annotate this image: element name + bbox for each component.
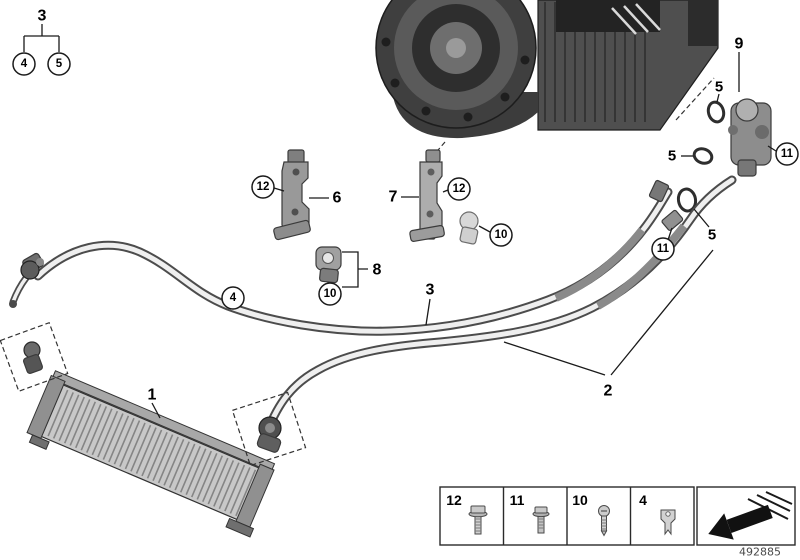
callout-3-top-label[interactable]: 3: [38, 8, 47, 25]
svg-text:7[interactable]: 7: [389, 189, 398, 206]
svg-text:5[interactable]: 5: [715, 79, 723, 96]
svg-text:3[interactable]: 3: [426, 282, 435, 299]
exploded-leader-lines: [432, 77, 715, 157]
svg-text:5[interactable]: 5: [668, 148, 676, 165]
pipe-end-fitting: [648, 179, 670, 203]
retaining-clip-icon: [660, 509, 676, 536]
pipe-fittings: [20, 179, 684, 453]
callout-circle-10-a[interactable]: 10: [489, 223, 513, 247]
o-ring: [706, 100, 726, 124]
o-ring: [676, 187, 698, 213]
svg-text:10[interactable]: 10: [495, 229, 508, 241]
svg-text:12[interactable]: 12: [257, 181, 270, 193]
clip-part-upper: [459, 211, 479, 245]
pipe-elbow-connector: [20, 252, 44, 280]
legend-item-11: 11: [510, 492, 550, 534]
svg-text:10[interactable]: 10: [324, 288, 337, 300]
svg-text:8[interactable]: 8: [373, 262, 382, 279]
pipe-flange: [9, 300, 17, 308]
callout-2[interactable]: 2: [604, 383, 613, 400]
svg-text:4[interactable]: 4: [21, 58, 28, 70]
callout-group-3-top[interactable]: 3: [38, 8, 47, 25]
oil-cooler-pipes: [9, 175, 737, 435]
svg-text:9[interactable]: 9: [735, 36, 744, 53]
svg-text:1[interactable]: 1: [148, 387, 157, 404]
hose-section: [554, 227, 646, 302]
hex-bolt-icon: [532, 506, 550, 534]
legend-item-4: 4: [639, 492, 676, 536]
connection-outline-left: [0, 321, 69, 393]
svg-text:6[interactable]: 6: [333, 190, 342, 207]
svg-text:11[interactable]: 11: [657, 243, 670, 255]
svg-text:11[interactable]: 11: [781, 148, 794, 160]
callout-3-mid[interactable]: 3: [426, 282, 435, 299]
callout-1[interactable]: 1: [148, 387, 157, 404]
callout-5-b[interactable]: 5: [668, 148, 676, 165]
svg-text:11: 11: [510, 492, 525, 508]
callout-circle-12-b[interactable]: 12: [447, 177, 471, 201]
callout-circle-12-a[interactable]: 12: [251, 175, 275, 199]
legend-item-12: 12: [446, 492, 488, 535]
o-ring-seals: [676, 100, 726, 213]
legend-table: 12 11 10: [439, 486, 695, 546]
clamp-part-lower: [315, 246, 342, 284]
pipe-feed-line: [263, 175, 737, 435]
hose-section: [596, 223, 688, 310]
leader-lines: [23, 24, 777, 419]
callout-circle-4-top[interactable]: 4: [12, 52, 36, 76]
callout-6[interactable]: 6: [333, 190, 342, 207]
pan-screw-icon: [598, 505, 610, 537]
callout-5-c[interactable]: 5: [708, 227, 716, 244]
svg-text:4[interactable]: 4: [230, 292, 237, 304]
transmission-illustration: [375, 0, 719, 139]
callout-8[interactable]: 8: [373, 262, 382, 279]
svg-text:12[interactable]: 12: [453, 183, 466, 195]
cooler-inlet-fitting: [22, 341, 44, 375]
legend-item-10: 10: [572, 492, 610, 537]
cooler-return-fitting: [256, 416, 282, 453]
thermostat-housing-part: [728, 98, 772, 177]
callout-circle-11-b[interactable]: 11: [651, 237, 675, 261]
svg-text:5[interactable]: 5: [708, 227, 716, 244]
callout-9[interactable]: 9: [735, 36, 744, 53]
callout-circle-11-a[interactable]: 11: [775, 142, 799, 166]
oil-cooler-part: [26, 370, 276, 538]
callout-7[interactable]: 7: [389, 189, 398, 206]
legend-symbol-box: [696, 486, 796, 546]
pipe-union-nut: [661, 209, 684, 231]
svg-text:4: 4: [639, 492, 647, 508]
svg-text:5[interactable]: 5: [56, 58, 63, 70]
bracket-part-6: [273, 149, 311, 241]
bracket-part-7: [409, 149, 445, 242]
o-ring: [692, 147, 714, 165]
callout-circle-10-b[interactable]: 10: [318, 282, 342, 306]
pipe-return-line: [33, 187, 673, 336]
callout-5-a[interactable]: 5: [715, 79, 723, 96]
drawing-number: 492885: [739, 546, 781, 559]
callout-circle-4-pipe[interactable]: 4: [221, 286, 245, 310]
flange-bolt-icon: [468, 505, 488, 535]
svg-text:12: 12: [446, 492, 462, 508]
direction-arrow-symbol: [708, 491, 793, 540]
svg-text:2[interactable]: 2: [604, 383, 613, 400]
callout-circle-5-top[interactable]: 5: [47, 52, 71, 76]
connection-outlines: [0, 321, 307, 467]
connection-outline-right: [231, 391, 307, 467]
svg-text:10: 10: [572, 492, 588, 508]
